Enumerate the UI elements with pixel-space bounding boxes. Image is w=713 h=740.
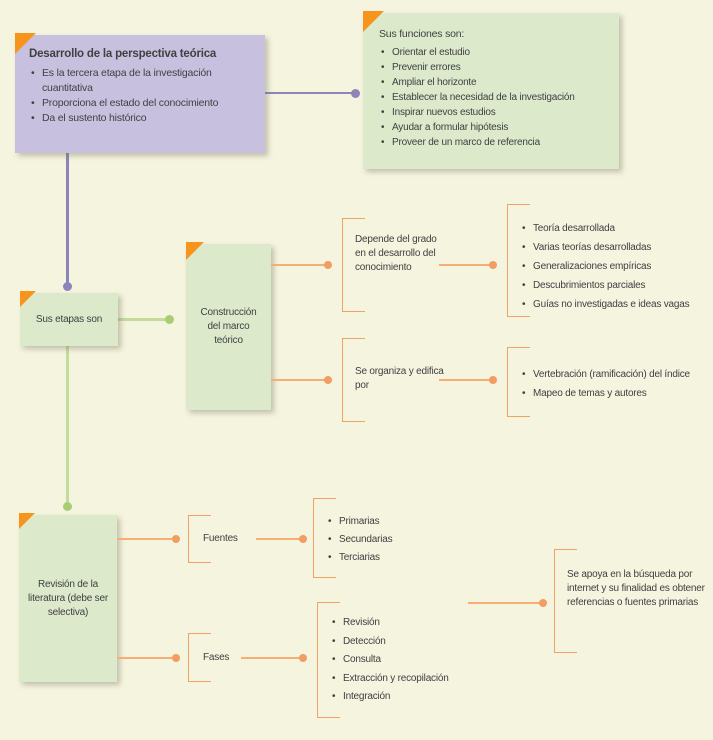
connector-dot: [299, 535, 307, 543]
list-item: Revisión: [330, 614, 490, 633]
fases-item-list: RevisiónDetecciónConsultaExtracción y re…: [330, 614, 490, 707]
corner-fold-icon: [186, 242, 204, 260]
connector-line: [468, 602, 540, 604]
funciones-bullet-list: Orientar el estudioPrevenir erroresAmpli…: [379, 45, 605, 150]
connector-intro-funciones: [263, 92, 355, 94]
list-item: Vertebración (ramificación) del índice: [520, 365, 705, 384]
bracket: [507, 204, 530, 317]
connector-line: [256, 538, 300, 540]
intro-box: Desarrollo de la perspectiva teórica Es …: [15, 33, 265, 153]
corner-fold-icon: [15, 33, 36, 54]
marco-box: Construcción del marco teórico: [186, 242, 271, 410]
connector-dot: [63, 282, 72, 291]
list-item: Primarias: [326, 513, 476, 531]
list-item: Inspirar nuevos estudios: [379, 105, 605, 120]
connector-dot: [299, 654, 307, 662]
corner-fold-icon: [19, 513, 35, 529]
bracket: [342, 338, 365, 422]
list-item: Prevenir errores: [379, 60, 605, 75]
list-item: Varias teorías desarrolladas: [520, 238, 705, 257]
connector-line: [439, 379, 491, 381]
connector-etapas-revision: [66, 346, 69, 504]
list-item: Teoría desarrollada: [520, 219, 705, 238]
apoya-note: Se apoya en la búsqueda por internet y s…: [567, 569, 705, 608]
organiza-label: Se organiza y edifica por: [355, 366, 444, 391]
connector-dot: [489, 376, 497, 384]
list-item: Consulta: [330, 651, 490, 670]
list-item: Proveer de un marco de referencia: [379, 135, 605, 150]
fuentes-item-list: PrimariasSecundariasTerciarias: [326, 513, 476, 567]
list-item: Detección: [330, 633, 490, 652]
list-item: Mapeo de temas y autores: [520, 384, 705, 403]
connector-line: [117, 538, 173, 540]
connector-intro-etapas: [66, 152, 69, 286]
connector-dot: [324, 261, 332, 269]
bracket: [507, 347, 530, 417]
depende-label: Depende del grado en el desarrollo del c…: [355, 234, 437, 273]
list-item: Integración: [330, 688, 490, 707]
bracket: [313, 498, 336, 578]
connector-dot: [63, 502, 72, 511]
list-item: Establecer la necesidad de la investigac…: [379, 90, 605, 105]
intro-title: Desarrollo de la perspectiva teórica: [29, 48, 217, 60]
bracket: [188, 515, 211, 563]
connector-line: [241, 657, 300, 659]
connector-etapas-marco: [118, 318, 168, 321]
list-item: Secundarias: [326, 531, 476, 549]
connector-line: [117, 657, 173, 659]
connector-dot: [172, 535, 180, 543]
connector-dot: [351, 89, 360, 98]
intro-bullet-list: Es la tercera etapa de la investigación …: [29, 66, 251, 126]
list-item: Terciarias: [326, 549, 476, 567]
bracket: [342, 218, 365, 312]
list-item: Ampliar el horizonte: [379, 75, 605, 90]
fuentes-label: Fuentes: [203, 533, 238, 544]
bracket: [317, 602, 340, 718]
list-item: Da el sustento histórico: [29, 111, 251, 126]
marco-label: Construcción del marco teórico: [200, 307, 257, 346]
list-item: Generalizaciones empíricas: [520, 257, 705, 276]
connector-dot: [172, 654, 180, 662]
revision-box: Revisión de la literatura (debe ser sele…: [19, 513, 117, 682]
connector-line: [271, 379, 325, 381]
bracket: [554, 549, 577, 653]
funciones-title: Sus funciones son:: [379, 28, 465, 40]
connector-dot: [165, 315, 174, 324]
etapas-label: Sus etapas son: [35, 313, 103, 325]
connector-dot: [489, 261, 497, 269]
corner-fold-icon: [20, 291, 36, 307]
list-item: Proporciona el estado del conocimiento: [29, 96, 251, 111]
list-item: Descubrimientos parciales: [520, 276, 705, 295]
organiza-item-list: Vertebración (ramificación) del índiceMa…: [520, 365, 705, 403]
connector-dot: [539, 599, 547, 607]
list-item: Orientar el estudio: [379, 45, 605, 60]
list-item: Ayudar a formular hipótesis: [379, 120, 605, 135]
list-item: Extracción y recopilación: [330, 670, 490, 689]
connector-line: [271, 264, 325, 266]
revision-label: Revisión de la literatura (debe ser sele…: [28, 578, 108, 618]
list-item: Guías no investigadas e ideas vagas: [520, 295, 705, 314]
list-item: Es la tercera etapa de la investigación …: [29, 66, 251, 96]
corner-fold-icon: [363, 11, 384, 32]
depende-item-list: Teoría desarrolladaVarias teorías desarr…: [520, 219, 705, 314]
funciones-box: Sus funciones son: Orientar el estudioPr…: [363, 11, 619, 169]
etapas-box: Sus etapas son: [20, 291, 118, 346]
connector-line: [439, 264, 491, 266]
fases-label: Fases: [203, 652, 230, 663]
connector-dot: [324, 376, 332, 384]
bracket: [188, 633, 211, 682]
